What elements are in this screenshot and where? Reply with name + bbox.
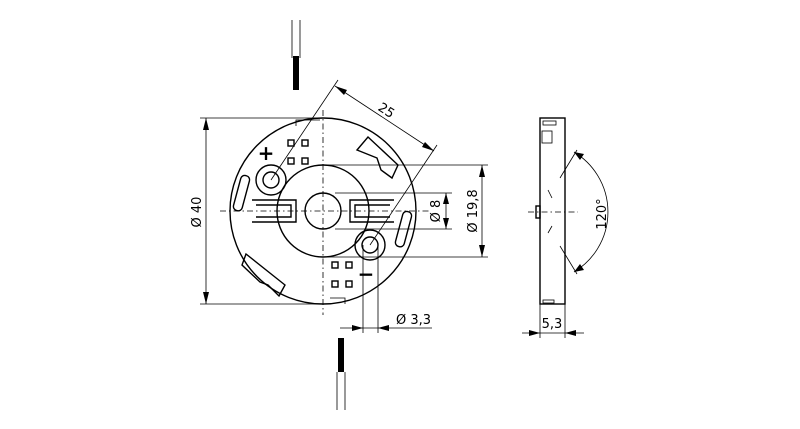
inner-diameter-label: Ø 19,8 <box>466 189 481 232</box>
center-hole-label: Ø 8 <box>429 200 444 223</box>
bottom-wire <box>336 338 346 410</box>
outer-diameter-label: Ø 40 <box>190 197 205 228</box>
dimension-bushing-diameter: Ø 3,3 <box>340 245 432 333</box>
plus-symbol: + <box>258 141 275 165</box>
dimension-inner-diameter: Ø 19,8 <box>323 164 488 258</box>
minus-symbol: − <box>358 262 375 286</box>
dimension-angle: 120° <box>573 151 610 273</box>
top-wire <box>291 20 301 90</box>
dimension-thickness: 5,3 <box>522 304 584 338</box>
thickness-label: 5,3 <box>542 317 563 332</box>
dimension-bushing-spacing: 25 <box>270 79 438 246</box>
front-view: + − <box>220 110 430 315</box>
side-view <box>528 117 578 305</box>
bushing-plus <box>255 164 287 196</box>
bushing-diameter-label: Ø 3,3 <box>396 313 431 328</box>
bushing-spacing-label: 25 <box>375 100 397 122</box>
angle-label: 120° <box>595 198 610 229</box>
dimension-outer-diameter: Ø 40 <box>190 117 330 305</box>
dimension-center-hole: Ø 8 <box>335 192 452 230</box>
